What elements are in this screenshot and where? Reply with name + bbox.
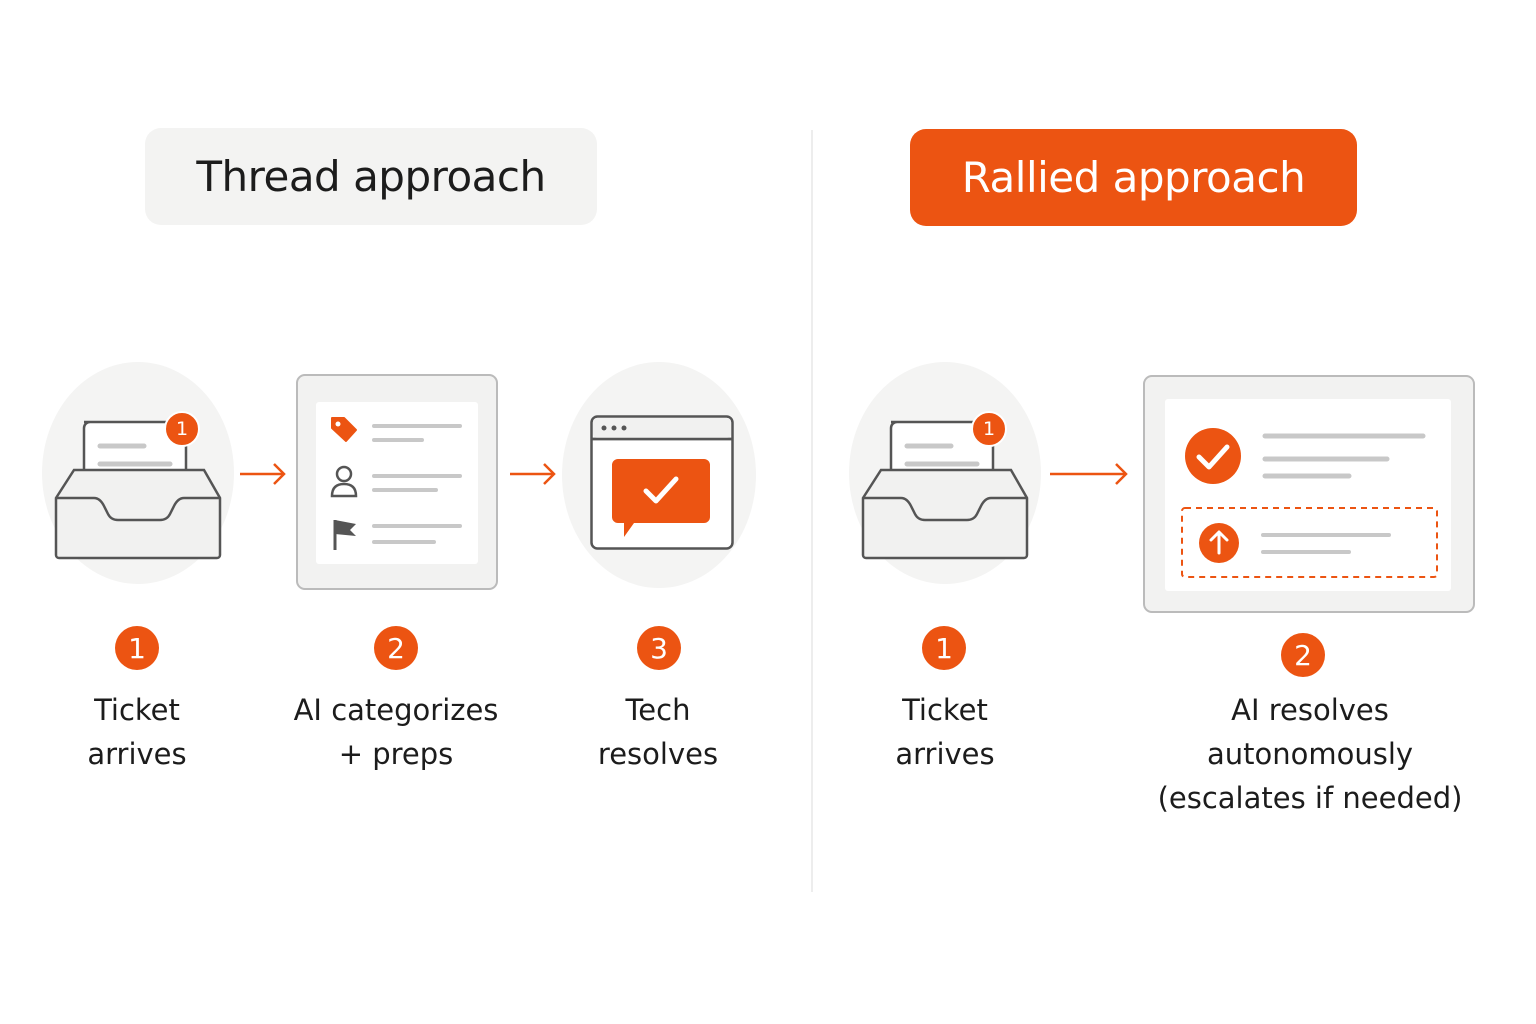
resolve-escalate-panel-icon bbox=[1143, 375, 1475, 613]
left-step-3-label: Tech resolves bbox=[597, 693, 719, 771]
inbox-tray-icon bbox=[861, 420, 1029, 560]
left-step-2-number: 2 bbox=[374, 626, 418, 670]
categorize-checklist-icon bbox=[296, 374, 498, 590]
tag-icon bbox=[331, 417, 357, 442]
arrow-right-icon bbox=[240, 463, 286, 485]
right-step-2-label: AI resolves autonomously (escalates if n… bbox=[1157, 693, 1463, 815]
browser-chat-check-icon bbox=[590, 415, 734, 550]
right-step-1-number: 1 bbox=[922, 626, 966, 670]
chat-check-icon bbox=[612, 459, 710, 537]
inbox-tray-icon bbox=[54, 420, 222, 560]
left-step-2-label: AI categorizes + preps bbox=[293, 693, 499, 771]
person-icon bbox=[330, 465, 358, 498]
section-divider bbox=[811, 130, 813, 892]
left-step-1-number: 1 bbox=[115, 626, 159, 670]
thread-approach-header: Thread approach bbox=[145, 128, 597, 225]
rallied-approach-header: Rallied approach bbox=[910, 129, 1357, 226]
right-step-2-number: 2 bbox=[1281, 633, 1325, 677]
left-step-1-label: Ticket arrives bbox=[87, 693, 187, 771]
arrow-right-icon bbox=[1050, 463, 1128, 485]
inbox-notification-badge: 1 bbox=[164, 411, 200, 447]
right-step-1-label: Ticket arrives bbox=[895, 693, 995, 771]
escalate-up-arrow-icon bbox=[1199, 523, 1239, 563]
check-circle-icon bbox=[1185, 428, 1241, 484]
left-step-3-number: 3 bbox=[637, 626, 681, 670]
inbox-notification-badge: 1 bbox=[971, 411, 1007, 447]
flag-icon bbox=[333, 520, 356, 550]
arrow-right-icon bbox=[510, 463, 556, 485]
